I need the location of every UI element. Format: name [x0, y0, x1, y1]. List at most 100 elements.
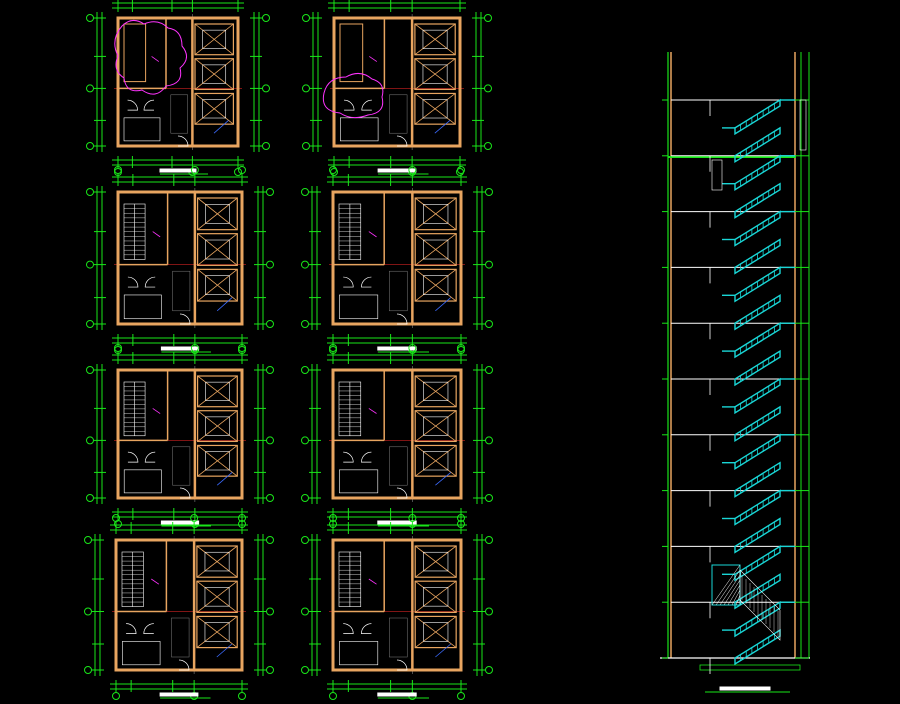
stair-flight-up: [734, 154, 781, 191]
elevator-shaft: [414, 92, 456, 125]
annotation-leader: [435, 472, 452, 486]
elevator-shaft: [414, 268, 457, 302]
door-swing: [178, 659, 190, 671]
elevator-car: [205, 416, 230, 436]
grid-axis-bubble: [262, 14, 270, 22]
elevator-shaft: [194, 58, 235, 91]
elevator-car: [205, 204, 230, 224]
elevator-cross: [414, 23, 456, 56]
grid-axis-bubble: [301, 366, 309, 374]
door-swing: [361, 451, 372, 463]
door-swing: [179, 313, 191, 325]
room-outline: [122, 641, 161, 666]
elevator-car: [423, 622, 449, 642]
hatch-line: [731, 589, 741, 606]
stair-flight-down: [734, 405, 781, 443]
grid-axis-bubble: [84, 536, 92, 544]
room-outline: [123, 294, 162, 320]
grid-axis-bubble: [84, 666, 92, 674]
elevator-cross: [197, 269, 238, 302]
floor-plans-group: [84, 0, 493, 700]
grid-axis-bubble: [86, 142, 94, 150]
door-swing: [127, 276, 139, 288]
elevator-cross: [196, 580, 238, 613]
annotation-leader: [435, 643, 452, 658]
floor-plan-8: [301, 514, 493, 700]
room-outline: [123, 117, 161, 142]
duct-outline: [171, 617, 190, 658]
door-swing: [343, 623, 354, 634]
plan-title-text-mark: [160, 520, 200, 525]
elevator-cross: [414, 375, 457, 408]
elevator-shaft: [196, 545, 238, 578]
elevator-shaft: [197, 444, 238, 477]
grid-axis-bubble: [190, 166, 199, 174]
elevator-cross: [414, 545, 457, 578]
stair-flight-down: [734, 238, 781, 275]
grid-axis-bubble: [484, 14, 492, 22]
stair-flight-down: [734, 126, 781, 164]
floor-plan-2: [302, 0, 492, 176]
annotation-leader: [151, 56, 160, 62]
grid-axis-bubble: [112, 514, 120, 522]
grid-axis-bubble: [301, 494, 309, 502]
door-swing: [396, 313, 408, 325]
elevator-car: [423, 275, 449, 296]
hatch-line: [711, 564, 741, 606]
elevator-cross: [414, 233, 457, 266]
grid-axis-bubble: [329, 344, 337, 352]
elevator-car: [422, 99, 448, 119]
elevator-shaft: [414, 23, 456, 56]
door-swing: [344, 99, 355, 111]
elevator-shaft: [414, 580, 457, 614]
grid-axis-bubble: [485, 666, 493, 674]
elevator-car: [423, 587, 449, 607]
annotation-leader: [369, 56, 378, 62]
elevator-cross: [414, 410, 457, 442]
door-swing: [343, 451, 354, 463]
room-outline: [123, 469, 162, 494]
annotation-leader: [152, 408, 161, 414]
door-swing: [144, 276, 156, 288]
grid-axis-bubble: [301, 320, 309, 328]
elevator-shaft: [414, 444, 457, 477]
hatch-line: [727, 584, 741, 606]
stair-enclosure: [123, 23, 147, 83]
grid-axis-bubble: [266, 260, 274, 269]
hatch-line: [723, 579, 741, 606]
elevator-car: [423, 204, 449, 224]
grid-axis-bubble: [262, 84, 270, 93]
annotation-leader: [213, 120, 229, 134]
elevator-car: [205, 451, 230, 471]
plan-title-text-mark: [377, 692, 417, 697]
elevator-cross: [196, 545, 238, 578]
elevator-shaft: [414, 375, 457, 408]
stair-flight-down: [734, 461, 781, 498]
door-swing: [127, 99, 138, 111]
duct-outline: [389, 446, 408, 486]
grid-axis-bubble: [485, 607, 493, 616]
revision-cloud: [114, 20, 187, 95]
elevator-shaft: [414, 197, 457, 231]
elevator-cross: [196, 616, 238, 648]
stair-flight-up: [734, 600, 781, 638]
elevator-shaft: [414, 233, 457, 266]
floor-plan-4: [301, 166, 493, 354]
duct-outline: [170, 94, 188, 134]
stair-flight-up: [734, 545, 781, 582]
elevator-car: [423, 451, 449, 471]
plan-title-text-mark: [159, 692, 199, 697]
elevator-cross: [194, 58, 234, 90]
grid-axis-bubble: [266, 607, 274, 616]
grid-axis-bubble: [485, 260, 493, 269]
annotation-leader: [435, 297, 452, 312]
annotation-leader: [216, 472, 233, 486]
grid-axis-bubble: [457, 514, 465, 522]
grid-axis-bubble: [86, 188, 94, 196]
grid-axis-bubble: [238, 166, 246, 174]
annotation-leader: [368, 231, 377, 238]
elevator-shaft: [194, 92, 235, 125]
stair-flight-up: [734, 210, 781, 247]
elevator-car: [202, 99, 227, 119]
elevator-cross: [194, 93, 234, 125]
